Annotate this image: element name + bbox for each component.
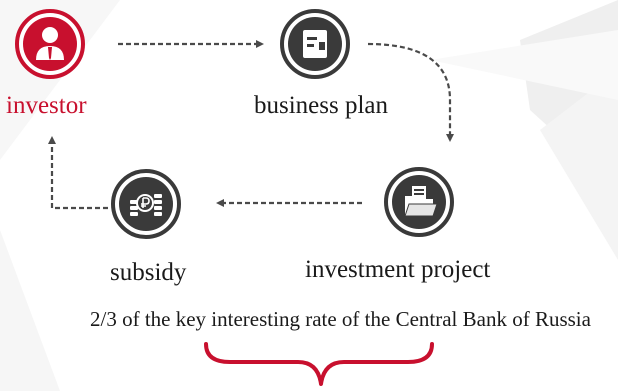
node-investor [14, 8, 86, 80]
node-business-plan [279, 8, 351, 80]
subsidy-rate-caption: 2/3 of the key interesting rate of the C… [90, 307, 591, 331]
folder-documents-icon [384, 167, 454, 237]
document-icon [280, 9, 350, 79]
subsidy-label: subsidy [110, 259, 187, 286]
node-investment-project [383, 166, 455, 238]
arrow-business-plan-to-investment-project [367, 42, 454, 142]
arrow-subsidy-to-investor [48, 136, 108, 210]
investment-project-label: investment project [305, 256, 491, 283]
investor-label: investor [6, 92, 87, 119]
ruble-coins-icon [111, 169, 181, 239]
business-plan-label: business plan [254, 92, 389, 119]
investor-person-icon [15, 9, 85, 79]
node-subsidy [110, 168, 182, 240]
